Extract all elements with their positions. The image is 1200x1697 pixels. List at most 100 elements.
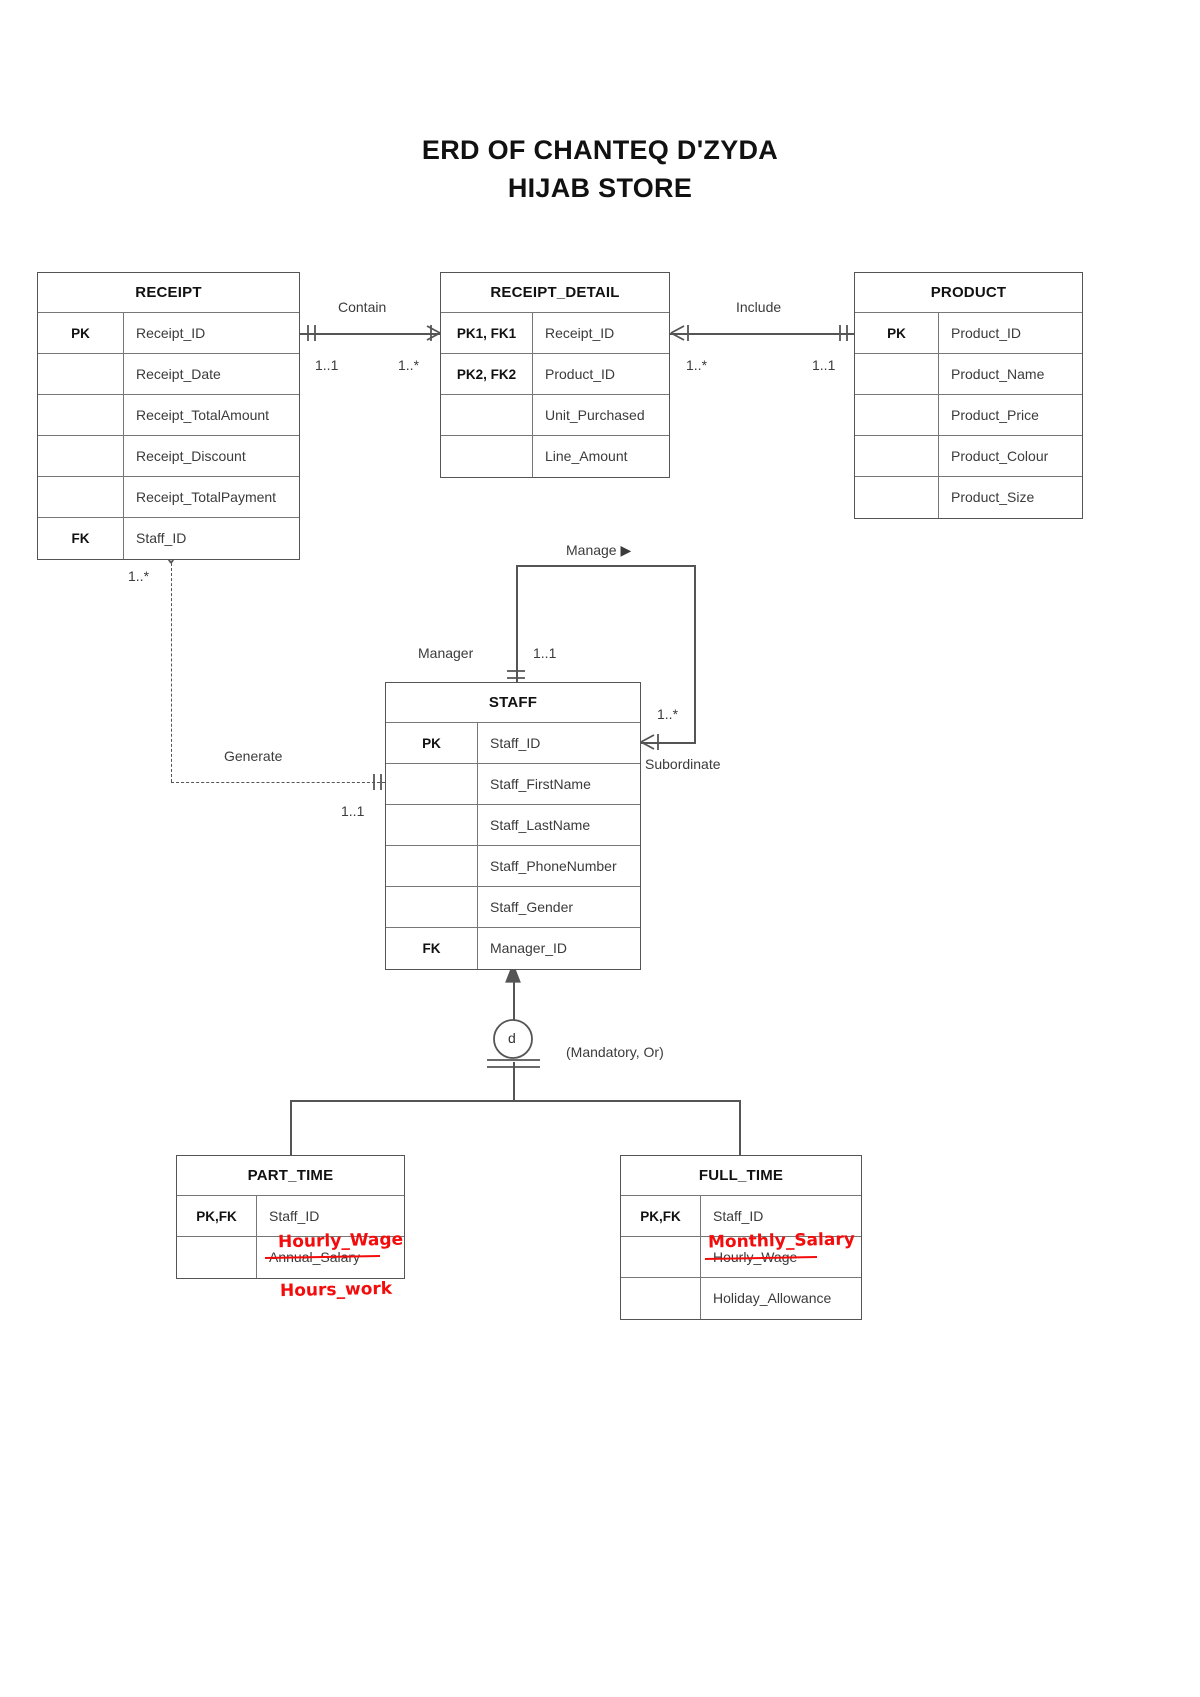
annotation-part-time-hours-work: Hours_work bbox=[279, 1278, 393, 1302]
entity-staff-attr-5: Manager_ID bbox=[490, 940, 568, 956]
cardinality-detail-include: 1..* bbox=[686, 357, 708, 373]
entity-receipt-detail[interactable]: RECEIPT_DETAIL PK1, FK1 Receipt_ID PK2, … bbox=[440, 272, 670, 478]
entity-receipt-key-5: FK bbox=[38, 518, 124, 559]
table-row: Product_Price bbox=[855, 395, 1082, 436]
entity-part-time-key-1 bbox=[177, 1237, 257, 1278]
table-row: Product_Colour bbox=[855, 436, 1082, 477]
annotation-full-time-monthly-salary: Monthly_Salary bbox=[707, 1229, 856, 1253]
line-include bbox=[670, 333, 854, 335]
table-row: Line_Amount bbox=[441, 436, 669, 477]
entity-full-time[interactable]: FULL_TIME PK,FK Staff_ID Hourly_Wage Hol… bbox=[620, 1155, 862, 1320]
entity-product-key-3 bbox=[855, 436, 939, 476]
specialization-constraint-label: (Mandatory, Or) bbox=[566, 1044, 664, 1060]
table-row: PK2, FK2 Product_ID bbox=[441, 354, 669, 395]
entity-staff-key-4 bbox=[386, 887, 478, 927]
entity-staff-key-2 bbox=[386, 805, 478, 845]
entity-full-time-key-1 bbox=[621, 1237, 701, 1277]
entity-receipt-detail-attr-3: Line_Amount bbox=[545, 448, 628, 464]
cardinality-detail-contain: 1..* bbox=[398, 357, 420, 373]
entity-receipt-key-4 bbox=[38, 477, 124, 517]
entity-product-attr-1: Product_Name bbox=[951, 366, 1045, 382]
entity-staff-key-5: FK bbox=[386, 928, 478, 969]
table-row: Holiday_Allowance bbox=[621, 1278, 861, 1319]
entity-product-key-2 bbox=[855, 395, 939, 435]
entity-receipt-detail-title: RECEIPT_DETAIL bbox=[441, 273, 669, 313]
table-row: PK,FK Staff_ID bbox=[621, 1196, 861, 1237]
entity-staff-attr-1: Staff_FirstName bbox=[490, 776, 591, 792]
disjoint-circle bbox=[493, 1019, 533, 1059]
cardinality-subordinate: 1..* bbox=[657, 706, 679, 722]
entity-receipt-key-3 bbox=[38, 436, 124, 476]
entity-product-key-0: PK bbox=[855, 313, 939, 353]
table-row: PK Staff_ID bbox=[386, 723, 640, 764]
entity-staff-key-3 bbox=[386, 846, 478, 886]
entity-receipt-attr-0: Receipt_ID bbox=[136, 325, 206, 341]
table-row: Receipt_TotalAmount bbox=[38, 395, 299, 436]
entity-product-attr-3: Product_Colour bbox=[951, 448, 1049, 464]
table-row: PK,FK Staff_ID bbox=[177, 1196, 404, 1237]
annotation-part-time-hourly-wage: Hourly_Wage bbox=[277, 1229, 404, 1253]
line-spec-branch-full-time bbox=[739, 1100, 741, 1155]
cardinality-receipt-contain: 1..1 bbox=[315, 357, 339, 373]
crowfoot-detail-include bbox=[670, 325, 685, 341]
table-row: Receipt_Discount bbox=[38, 436, 299, 477]
entity-part-time-key-0: PK,FK bbox=[177, 1196, 257, 1236]
line-spec-branch-horizontal bbox=[290, 1100, 740, 1102]
line-manage-right-vertical bbox=[694, 565, 696, 742]
entity-receipt[interactable]: RECEIPT PK Receipt_ID Receipt_Date Recei… bbox=[37, 272, 300, 560]
entity-receipt-attr-5: Staff_ID bbox=[136, 530, 187, 546]
entity-staff-attr-2: Staff_LastName bbox=[490, 817, 591, 833]
entity-staff-key-1 bbox=[386, 764, 478, 804]
specialization-arrowhead bbox=[505, 962, 521, 983]
entity-receipt-detail-key-3 bbox=[441, 436, 533, 477]
entity-staff-attr-3: Staff_PhoneNumber bbox=[490, 858, 617, 874]
table-row: PK Product_ID bbox=[855, 313, 1082, 354]
line-spec-lower bbox=[513, 1062, 515, 1100]
entity-staff-attr-4: Staff_Gender bbox=[490, 899, 574, 915]
role-label-subordinate: Subordinate bbox=[645, 756, 721, 772]
entity-staff[interactable]: STAFF PK Staff_ID Staff_FirstName Staff_… bbox=[385, 682, 641, 970]
entity-receipt-key-0: PK bbox=[38, 313, 124, 353]
entity-part-time-attr-0: Staff_ID bbox=[269, 1208, 320, 1224]
entity-part-time-title: PART_TIME bbox=[177, 1156, 404, 1196]
entity-product-attr-0: Product_ID bbox=[951, 325, 1022, 341]
table-row: Staff_FirstName bbox=[386, 764, 640, 805]
entity-receipt-attr-4: Receipt_TotalPayment bbox=[136, 489, 277, 505]
page-title-line-1: ERD OF CHANTEQ D'ZYDA bbox=[421, 135, 779, 165]
entity-receipt-detail-attr-1: Product_ID bbox=[545, 366, 616, 382]
entity-receipt-key-1 bbox=[38, 354, 124, 394]
entity-staff-title: STAFF bbox=[386, 683, 640, 723]
entity-part-time[interactable]: PART_TIME PK,FK Staff_ID Annual_Salary bbox=[176, 1155, 405, 1279]
line-spec-branch-part-time bbox=[290, 1100, 292, 1155]
table-row: Receipt_Date bbox=[38, 354, 299, 395]
cardinality-staff-generate: 1..1 bbox=[341, 803, 365, 819]
entity-product-attr-4: Product_Size bbox=[951, 489, 1035, 505]
relationship-label-contain: Contain bbox=[338, 299, 387, 315]
entity-receipt-attr-1: Receipt_Date bbox=[136, 366, 221, 382]
entity-receipt-key-2 bbox=[38, 395, 124, 435]
relationship-label-include: Include bbox=[736, 299, 782, 315]
line-manage-left-vertical bbox=[516, 565, 518, 682]
table-row: Staff_LastName bbox=[386, 805, 640, 846]
line-spec-upper bbox=[513, 968, 515, 1025]
line-manage-subordinate-horizontal bbox=[640, 742, 696, 744]
table-row: PK Receipt_ID bbox=[38, 313, 299, 354]
entity-receipt-detail-key-2 bbox=[441, 395, 533, 435]
crowfoot-detail-contain bbox=[426, 325, 441, 341]
line-manage-top-horizontal bbox=[516, 565, 696, 567]
entity-receipt-detail-key-1: PK2, FK2 bbox=[441, 354, 533, 394]
entity-staff-key-0: PK bbox=[386, 723, 478, 763]
entity-full-time-attr-0: Staff_ID bbox=[713, 1208, 764, 1224]
cardinality-manager: 1..1 bbox=[533, 645, 557, 661]
table-row: FK Staff_ID bbox=[38, 518, 299, 559]
entity-staff-attr-0: Staff_ID bbox=[490, 735, 541, 751]
line-contain bbox=[300, 333, 440, 335]
entity-full-time-title: FULL_TIME bbox=[621, 1156, 861, 1196]
table-row: Receipt_TotalPayment bbox=[38, 477, 299, 518]
entity-product-attr-2: Product_Price bbox=[951, 407, 1039, 423]
entity-product[interactable]: PRODUCT PK Product_ID Product_Name Produ… bbox=[854, 272, 1083, 519]
page-title-line-2: HIJAB STORE bbox=[507, 173, 693, 203]
entity-receipt-attr-3: Receipt_Discount bbox=[136, 448, 246, 464]
line-generate-horizontal bbox=[171, 782, 385, 783]
table-row: Staff_Gender bbox=[386, 887, 640, 928]
